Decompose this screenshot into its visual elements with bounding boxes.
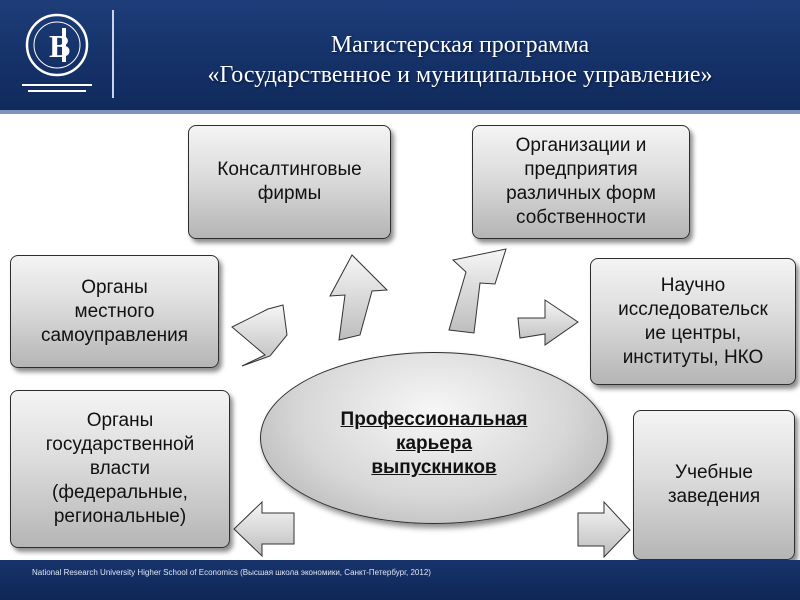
node-state-gov-line-3: власти <box>89 458 151 479</box>
node-education-line-1: Учебные <box>675 462 753 483</box>
header-banner: В Магистерская программа «Государственно… <box>0 0 800 114</box>
university-logo: В <box>22 13 92 92</box>
node-educational-institutions: Учебные заведения <box>633 410 795 560</box>
footer-bar: National Research University Higher Scho… <box>0 560 800 600</box>
node-education-line-2: заведения <box>667 486 761 507</box>
node-research-line-3: ие центры, <box>644 322 742 344</box>
arrow-to-organizations <box>448 248 507 334</box>
node-local-gov-line-2: местного <box>74 300 155 322</box>
center-label: Профессиональная карьера выпускников <box>300 408 568 480</box>
node-state-gov-line-1: Органы <box>86 410 154 431</box>
node-state-gov-line-4: (федеральные, <box>52 482 188 503</box>
center-line-1: Профессиональная <box>340 409 528 430</box>
center-line-2: карьера <box>395 433 473 454</box>
center-line-3: выпускников <box>371 457 497 478</box>
node-research-line-1: Научно <box>660 274 726 296</box>
node-local-gov-line-3: самоуправления <box>40 324 189 346</box>
node-state-gov-line-2: государственной <box>45 434 195 455</box>
arrow-to-research <box>517 299 579 346</box>
node-research-line-2: исследовательск <box>618 298 768 320</box>
arrow-to-local-gov <box>231 304 288 367</box>
footer-text: National Research University Higher Scho… <box>32 568 431 577</box>
arrow-to-education <box>577 500 631 559</box>
node-consulting-firms: Консалтинговые фирмы <box>188 125 391 239</box>
node-state-government: Органы государственной власти (федеральн… <box>10 390 230 548</box>
node-consulting-line-2: фирмы <box>257 183 322 204</box>
node-organizations: Организации и предприятия различных форм… <box>472 125 690 239</box>
node-organizations-line-2: предприятия <box>524 159 638 180</box>
node-organizations-line-3: различных форм <box>506 183 656 204</box>
arrow-to-state-gov <box>233 500 295 558</box>
node-local-gov-line-1: Органы <box>81 276 148 298</box>
node-local-government: Органы местного самоуправления <box>10 255 219 368</box>
title-line-2: «Государственное и муниципальное управле… <box>207 62 713 88</box>
node-organizations-line-1: Организации и <box>515 135 647 156</box>
node-research-centers: Научно исследовательск ие центры, инстит… <box>590 258 796 385</box>
page-title: Магистерская программа «Государственное … <box>130 30 790 90</box>
node-research-line-4: институты, НКО <box>622 346 764 368</box>
arrow-to-consulting <box>329 254 389 341</box>
title-line-1: Магистерская программа <box>330 32 590 58</box>
node-consulting-line-1: Консалтинговые <box>217 159 362 180</box>
center-ellipse <box>260 352 608 524</box>
node-state-gov-line-5: региональные) <box>53 506 187 527</box>
node-organizations-line-4: собственности <box>516 207 646 228</box>
header-divider <box>112 10 114 98</box>
